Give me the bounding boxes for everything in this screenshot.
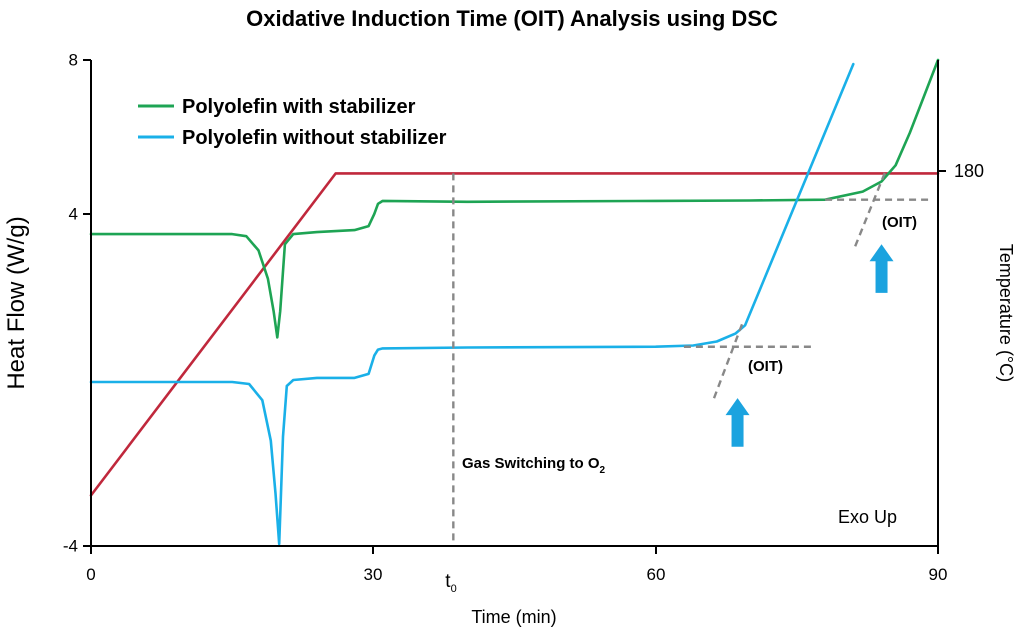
series-line-without-stabilizer [89, 62, 855, 546]
y2-axis-label: Temperature (°C) [996, 244, 1016, 382]
t0-label-subscript: 0 [451, 583, 457, 595]
oit-arrow-without-stabilizer [725, 398, 750, 447]
x-axis-label: Time (min) [471, 607, 556, 627]
oit-tangent-without-stabilizer [712, 320, 745, 399]
y-ticks-right: 180 [938, 161, 984, 181]
temperature-program-line [89, 172, 940, 497]
guide-layer [452, 168, 929, 546]
t0-label: t0 [445, 571, 456, 595]
y-tick-label: -4 [63, 536, 78, 555]
series-layer [89, 58, 940, 546]
x-tick-label: 60 [647, 565, 666, 584]
chart-title: Oxidative Induction Time (OIT) Analysis … [246, 6, 778, 31]
x-ticks: 0 30 60 90 t0 [86, 546, 947, 595]
gas-switch-text: Gas Switching to O [462, 455, 600, 472]
oit-label-without-stabilizer: (OIT) [748, 358, 783, 375]
x-tick-label: 0 [86, 565, 95, 584]
legend-label-with-stabilizer: Polyolefin with stabilizer [182, 96, 416, 118]
legend-label-without-stabilizer: Polyolefin without stabilizer [182, 127, 447, 149]
y-axis-label: Heat Flow (W/g) [3, 216, 30, 389]
oit-label-with-stabilizer: (OIT) [882, 214, 917, 231]
oit-tangent-with-stabilizer [854, 168, 888, 247]
series-line-with-stabilizer [89, 58, 940, 339]
plot-frame [90, 60, 939, 547]
x-tick-label: 30 [364, 565, 383, 584]
legend: Polyolefin with stabilizer Polyolefin wi… [138, 96, 447, 149]
oit-arrow-with-stabilizer [869, 244, 894, 293]
gas-switch-annotation: Gas Switching to O2 [462, 455, 606, 476]
exo-up-label: Exo Up [838, 507, 897, 527]
y2-tick-label: 180 [954, 161, 984, 181]
y-ticks-left: -4 4 8 [63, 50, 91, 555]
y-tick-label: 4 [69, 204, 78, 223]
x-tick-label: 90 [929, 565, 948, 584]
t0-label-main: t [445, 571, 451, 592]
y-tick-label: 8 [69, 50, 78, 69]
gas-switch-subscript: 2 [600, 465, 606, 476]
